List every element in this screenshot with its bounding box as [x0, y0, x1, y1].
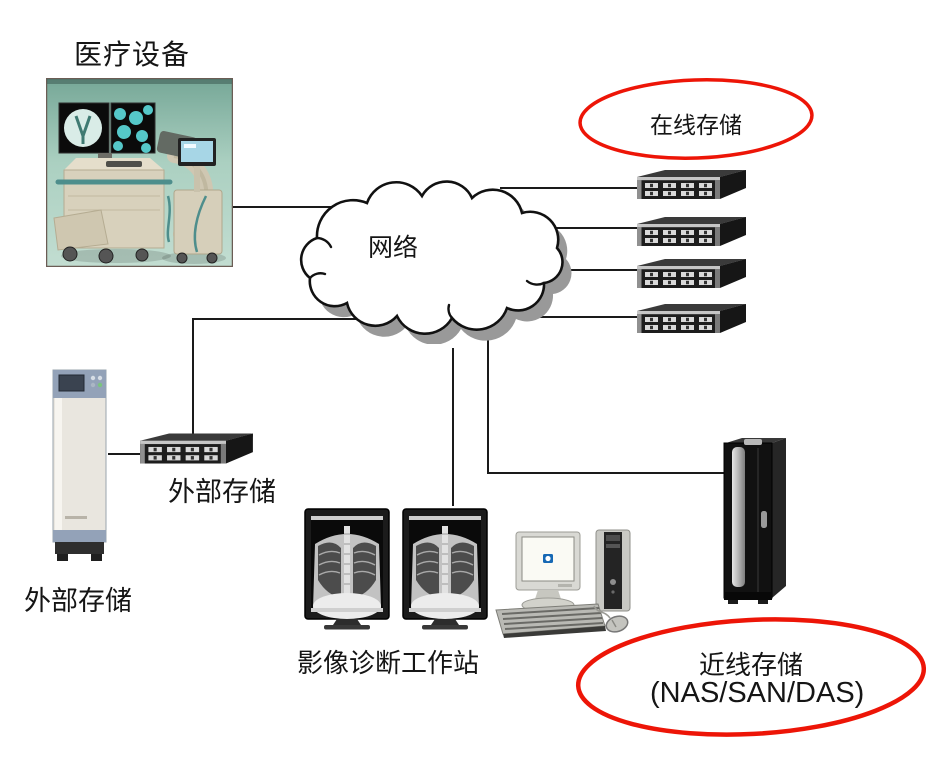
xray-monitor-left	[304, 508, 390, 630]
external-storage-rack-server-image	[140, 433, 253, 464]
medical-device-label: 医疗设备	[74, 39, 191, 70]
online-storage-server-3	[637, 259, 746, 288]
external-storage-tower-label: 外部存储	[24, 586, 132, 616]
network-cloud-icon	[299, 180, 572, 344]
nearline-storage-sublabel: (NAS/SAN/DAS)	[650, 677, 865, 709]
xray-monitor-right	[402, 508, 488, 630]
online-storage-label: 在线存储	[650, 112, 742, 138]
medical-device-image	[46, 78, 233, 267]
connector-network-to-external-rack	[192, 318, 360, 435]
online-storage-server-4	[637, 304, 746, 333]
imaging-workstation-label: 影像诊断工作站	[296, 648, 479, 678]
connector-network-to-cabinet	[487, 340, 724, 474]
external-storage-tower-image	[52, 369, 107, 561]
workstation-computer-image	[495, 529, 631, 638]
nearline-storage-cabinet-image	[723, 438, 786, 604]
external-storage-rack-label: 外部存储	[168, 477, 276, 507]
online-storage-server-1	[637, 170, 746, 199]
online-storage-server-2	[637, 217, 746, 246]
network-label: 网络	[367, 234, 418, 262]
nearline-storage-label: 近线存储	[698, 650, 803, 680]
